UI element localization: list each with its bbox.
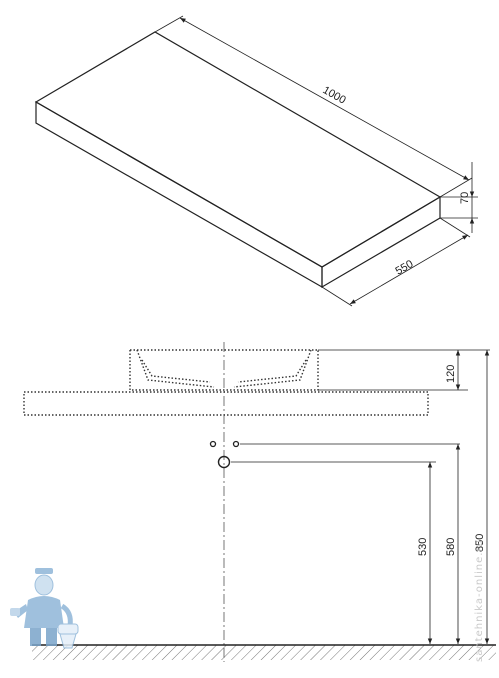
dimension-thickness [440, 162, 478, 233]
countertop-side-face [321, 195, 441, 289]
watermark-text: santehnika-online.ru [474, 539, 485, 662]
plumber-mascot-logo [10, 568, 79, 649]
countertop-side-view [23, 391, 429, 416]
extension-lines [231, 349, 490, 463]
dimension-total-height-label: 850 [474, 534, 486, 552]
dimension-depth [321, 217, 471, 307]
supply-valve-right [232, 440, 240, 448]
dimension-length [154, 15, 473, 198]
dimension-drain-height-label: 530 [417, 538, 429, 556]
dimension-supply-height-label: 580 [445, 538, 457, 556]
dimension-basin-height-label: 120 [445, 365, 457, 383]
supply-valve-left [209, 440, 217, 448]
floor [32, 644, 496, 660]
dimension-length-label: 1000 [321, 84, 348, 107]
countertop-top-face [34, 31, 442, 268]
drain-outlet [217, 455, 231, 469]
countertop-isometric [34, 31, 442, 289]
dimension-depth-label: 550 [394, 258, 416, 278]
supply-valves [209, 440, 240, 448]
countertop-front-face [35, 100, 323, 289]
dimension-thickness-label: 70 [459, 192, 471, 204]
basin-outline [129, 349, 319, 391]
floor-hatching [32, 645, 496, 660]
